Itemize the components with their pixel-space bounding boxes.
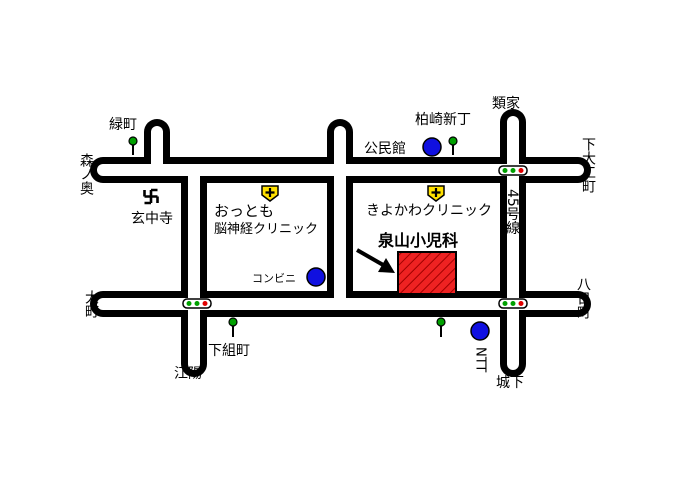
temple-label: 玄中寺 (131, 210, 173, 227)
clinic-kiyokawa-label: きよかわクリニック (366, 203, 492, 219)
clinic-okkatomo-name: おっとも (214, 202, 274, 220)
area-shimodaiku: 下大工町 (580, 137, 596, 193)
area-joka: 城下 (496, 375, 524, 391)
ntt-label: NTT (473, 347, 488, 372)
route-45-label: 45号線 (504, 189, 520, 235)
area-koyo: 江陽 (174, 366, 202, 382)
area-ruike: 類家 (492, 95, 520, 112)
temple-icon (143, 188, 159, 205)
community-hall-marker (422, 137, 442, 157)
tree-icon (436, 317, 446, 337)
convenience-store-marker (306, 267, 326, 287)
tree-icon (448, 136, 458, 155)
area-omachi: 大町 (83, 290, 99, 318)
area-kashiwazaki: 柏崎新丁 (415, 112, 471, 128)
destination-building (397, 251, 457, 295)
tree-icon (228, 317, 238, 337)
clinic-cross-icon (427, 185, 445, 202)
traffic-light-icon (498, 298, 528, 309)
clinic-okkatomo-type: 脳神経クリニック (214, 222, 318, 237)
traffic-light-icon (498, 165, 528, 176)
destination-label: 泉山小児科 (378, 231, 458, 250)
road-network (90, 109, 591, 377)
tree-icon (128, 136, 138, 155)
area-morinooku: 森ノ奥 (78, 153, 94, 195)
traffic-light-icon (182, 298, 212, 309)
ntt-marker (470, 321, 490, 341)
arrow-icon (356, 248, 395, 273)
community-hall-label: 公民館 (364, 140, 406, 157)
area-shimokumi: 下組町 (208, 343, 250, 359)
area-hachinohe: 八日町 (575, 277, 591, 319)
area-midorimachi: 緑町 (109, 117, 137, 133)
clinic-cross-icon (261, 185, 279, 202)
convenience-store-label: コンビニ (252, 272, 296, 285)
